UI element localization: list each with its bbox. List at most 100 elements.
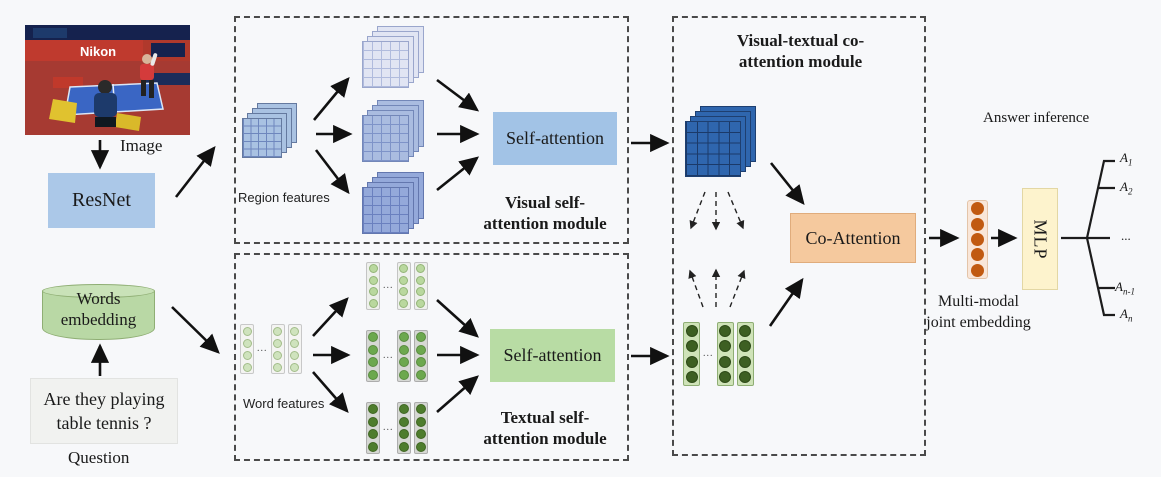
mlp-block: MLP bbox=[1022, 188, 1058, 290]
visual-projection-stack-1 bbox=[362, 26, 424, 88]
textual-module-title: Textual self- attention module bbox=[483, 408, 607, 448]
feature-dot bbox=[368, 429, 378, 440]
embedding-dot bbox=[971, 248, 984, 262]
textual-self-attention-module bbox=[234, 253, 629, 461]
stack-layer bbox=[362, 41, 409, 88]
feature-dot bbox=[368, 298, 378, 308]
multimodal-embedding-label: Multi-modal joint embedding bbox=[926, 293, 1031, 331]
answer-inference-label: Answer inference bbox=[983, 110, 1090, 126]
feature-column bbox=[413, 330, 428, 382]
feature-column bbox=[396, 402, 411, 454]
feature-dot bbox=[290, 362, 299, 372]
feature-dot bbox=[242, 350, 252, 360]
feature-dot bbox=[398, 441, 409, 452]
feature-dot bbox=[368, 369, 378, 380]
embedding-dot bbox=[971, 263, 984, 277]
visual-module-title: Visual self- attention module bbox=[483, 193, 607, 233]
answer-fan bbox=[1061, 159, 1115, 317]
feature-dot bbox=[368, 264, 378, 274]
feature-dot bbox=[290, 350, 299, 360]
feature-dot bbox=[399, 264, 408, 274]
question-label: Question bbox=[68, 448, 130, 467]
resnet-label: ResNet bbox=[72, 189, 131, 211]
word-features-label: Word features bbox=[243, 396, 325, 411]
feature-dot bbox=[685, 324, 698, 337]
feature-dot bbox=[415, 441, 426, 452]
cylinder-body bbox=[42, 291, 155, 340]
resnet-block: ResNet bbox=[48, 173, 155, 228]
feature-dot bbox=[398, 404, 409, 415]
feature-dot bbox=[368, 416, 378, 427]
feature-dot bbox=[415, 357, 426, 368]
feature-dot bbox=[719, 340, 731, 353]
textual-self-attention-block: Self-attention bbox=[490, 329, 615, 382]
answer-label-1: A1 bbox=[1120, 150, 1133, 168]
co-attention-module-title: Visual-textual co- attention module bbox=[736, 31, 865, 71]
answer-label-dots: ... bbox=[1121, 228, 1131, 243]
feature-dot bbox=[685, 340, 698, 353]
feature-dot bbox=[273, 362, 282, 372]
region-features-stack bbox=[242, 103, 297, 158]
feature-dot bbox=[719, 371, 731, 384]
feature-dot bbox=[242, 326, 252, 336]
feature-dot bbox=[415, 344, 426, 355]
feature-dot bbox=[242, 338, 252, 348]
feature-dot bbox=[415, 332, 426, 343]
feature-dot bbox=[399, 298, 408, 308]
photo-banner-text: Nikon bbox=[80, 44, 116, 59]
ellipsis-text: ... bbox=[703, 348, 714, 359]
ellipsis-text: ... bbox=[257, 343, 268, 354]
table-tennis-photo: Nikon bbox=[25, 25, 190, 135]
feature-dot bbox=[415, 429, 426, 440]
feature-dot bbox=[685, 371, 698, 384]
region-features-label: Region features bbox=[238, 190, 330, 205]
feature-column bbox=[396, 262, 411, 310]
feature-dot bbox=[398, 344, 409, 355]
feature-dot bbox=[242, 362, 252, 372]
feature-column bbox=[683, 322, 700, 386]
feature-dot bbox=[416, 298, 425, 308]
feature-dot bbox=[368, 332, 378, 343]
textual-projection-columns-1: ... bbox=[366, 262, 428, 310]
feature-dot bbox=[398, 332, 409, 343]
words-embedding-label: Words embedding bbox=[60, 289, 137, 329]
ellipsis-text: ... bbox=[383, 280, 394, 291]
feature-dot bbox=[368, 287, 378, 297]
feature-dot bbox=[739, 324, 751, 337]
feature-column bbox=[240, 324, 254, 374]
answer-label-n: An bbox=[1120, 306, 1133, 324]
stack-layer bbox=[362, 187, 409, 234]
feature-column bbox=[413, 402, 428, 454]
feature-column bbox=[366, 402, 380, 454]
co-attention-textual-columns: ... bbox=[683, 322, 754, 386]
feature-column bbox=[366, 262, 380, 310]
feature-column bbox=[270, 324, 285, 374]
feature-dot bbox=[398, 416, 409, 427]
feature-dot bbox=[416, 287, 425, 297]
feature-dot bbox=[416, 275, 425, 285]
cylinder-top bbox=[42, 284, 155, 298]
textual-projection-columns-3: ... bbox=[366, 402, 428, 454]
co-attention-block: Co-Attention bbox=[790, 213, 916, 263]
image-label: Image bbox=[120, 136, 163, 155]
stack-layer bbox=[685, 121, 741, 177]
feature-dot bbox=[290, 326, 299, 336]
feature-dot bbox=[398, 369, 409, 380]
feature-dot bbox=[398, 429, 409, 440]
answer-label-2: A2 bbox=[1120, 179, 1133, 197]
question-text: Are they playing table tennis ? bbox=[43, 389, 165, 433]
feature-column bbox=[366, 330, 380, 382]
visual-projection-stack-2 bbox=[362, 100, 424, 162]
word-features-columns: ... bbox=[240, 324, 302, 374]
feature-dot bbox=[399, 287, 408, 297]
visual-projection-stack-3 bbox=[362, 172, 424, 234]
ellipsis-text: ... bbox=[383, 422, 394, 433]
feature-dot bbox=[415, 404, 426, 415]
feature-column bbox=[736, 322, 754, 386]
question-box: Are they playing table tennis ? bbox=[30, 378, 178, 444]
feature-dot bbox=[739, 340, 751, 353]
visual-self-attention-block: Self-attention bbox=[493, 112, 617, 165]
co-attention-module bbox=[672, 16, 926, 456]
feature-dot bbox=[368, 357, 378, 368]
